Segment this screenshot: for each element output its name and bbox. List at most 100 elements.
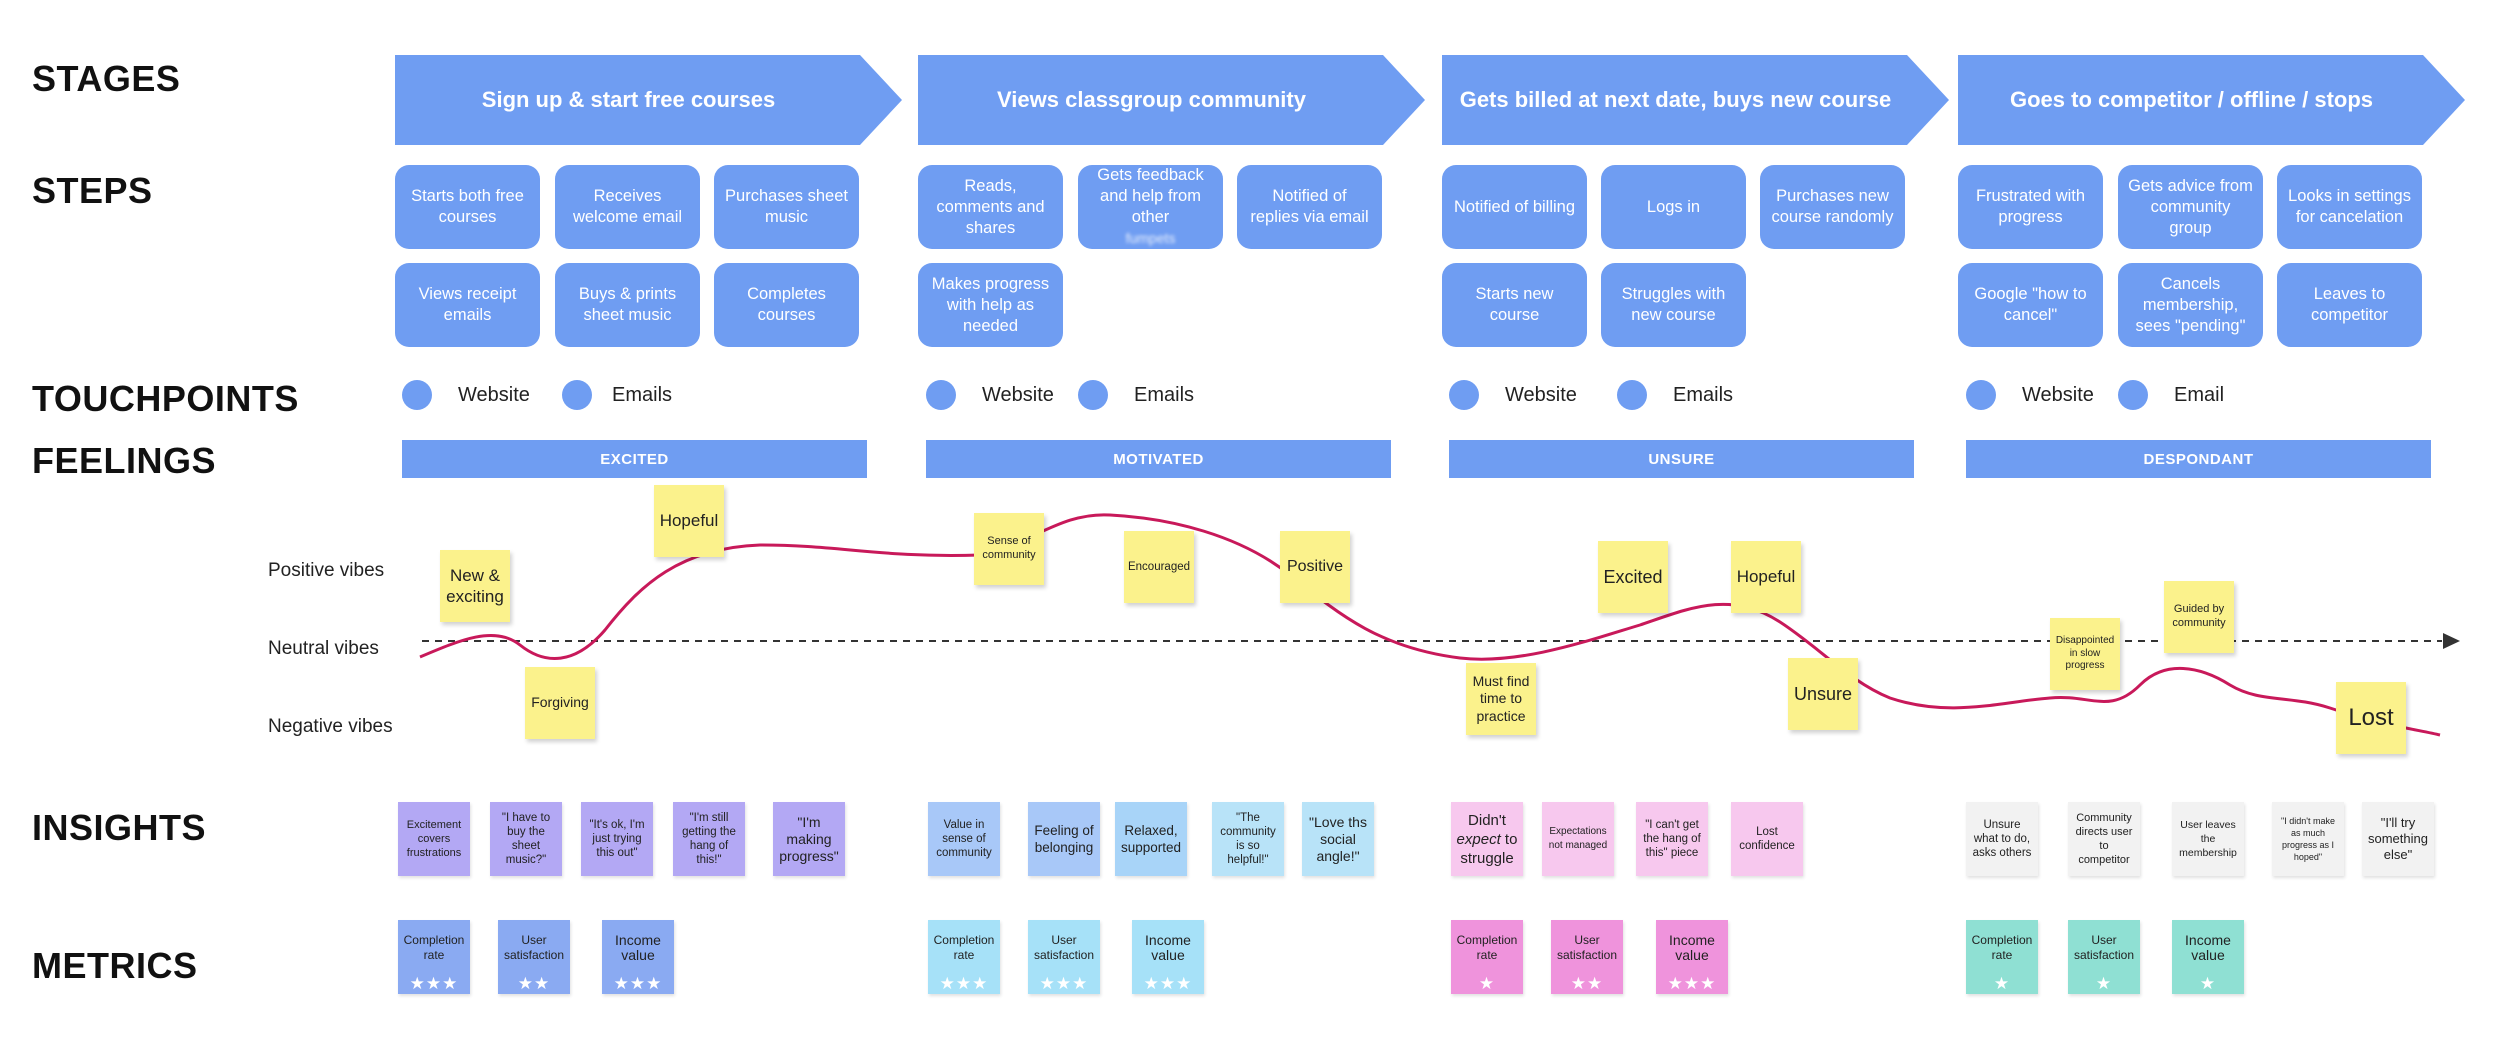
sticky-note[interactable]: Guided by community <box>2164 581 2234 653</box>
sticky-note[interactable]: Must find time to practice <box>1466 663 1536 735</box>
step-card[interactable]: Reads, comments and shares <box>918 165 1063 249</box>
metric-label: Completion rate <box>1456 933 1518 962</box>
metric-card[interactable]: Completion rate ★ <box>1966 920 2038 994</box>
step-card[interactable]: Looks in settings for cancelation <box>2277 165 2422 249</box>
touchpoint-dot-icon <box>402 380 432 410</box>
touchpoint-dot-icon <box>1449 380 1479 410</box>
step-card-text: Gets feedback and help from other <box>1097 166 1204 226</box>
insight-note[interactable]: Relaxed, supported <box>1115 802 1187 876</box>
step-card[interactable]: Receives welcome email <box>555 165 700 249</box>
metric-card[interactable]: Completion rate ★★★ <box>928 920 1000 994</box>
sticky-note[interactable]: Forgiving <box>525 667 595 739</box>
insight-note[interactable]: Expectations not managed <box>1542 802 1614 876</box>
step-card-blurred-word: fumpets <box>1125 230 1176 246</box>
insight-note[interactable]: "I'm still getting the hang of this!" <box>673 802 745 876</box>
step-card[interactable]: Struggles with new course <box>1601 263 1746 347</box>
insight-note[interactable]: "It's ok, I'm just trying this out" <box>581 802 653 876</box>
metric-label: Completion rate <box>1971 933 2033 962</box>
insight-note[interactable]: Unsure what to do, asks others <box>1966 802 2038 876</box>
insight-note[interactable]: "I'm making progress" <box>773 802 845 876</box>
step-card[interactable]: Leaves to competitor <box>2277 263 2422 347</box>
metric-label: Income value <box>1145 932 1191 963</box>
sticky-note[interactable]: Lost <box>2336 682 2406 754</box>
sticky-note[interactable]: Hopeful <box>654 485 724 557</box>
metric-card[interactable]: User satisfaction ★★ <box>1551 920 1623 994</box>
insight-note[interactable]: Community directs user to competitor <box>2068 802 2140 876</box>
star-rating-icon: ★★★ <box>613 974 663 993</box>
star-rating-icon: ★★ <box>1570 974 1604 993</box>
step-card[interactable]: Starts new course <box>1442 263 1587 347</box>
insight-note[interactable]: "The community is so helpful!" <box>1212 802 1284 876</box>
insight-note[interactable]: Value in sense of community <box>928 802 1000 876</box>
insight-note[interactable]: "Love ths social angle!" <box>1302 802 1374 876</box>
touchpoint-dot-icon <box>2118 380 2148 410</box>
touchpoint-label: Email <box>2174 384 2225 406</box>
insight-note[interactable]: User leaves the membership <box>2172 802 2244 876</box>
insights-row-label: INSIGHTS <box>32 807 207 848</box>
step-card[interactable]: Google "how to cancel" <box>1958 263 2103 347</box>
touchpoint-dot-icon <box>1966 380 1996 410</box>
step-card[interactable]: Notified of billing <box>1442 165 1587 249</box>
metric-card[interactable]: Income value ★ <box>2172 920 2244 994</box>
sticky-note[interactable]: Encouraged <box>1124 531 1194 603</box>
metric-card[interactable]: User satisfaction ★★ <box>498 920 570 994</box>
insight-note[interactable]: Excitement covers frustrations <box>398 802 470 876</box>
metric-card[interactable]: Income value ★★★ <box>1132 920 1204 994</box>
feeling-bar: UNSURE <box>1449 440 1914 478</box>
insight-note[interactable]: "I have to buy the sheet music?" <box>490 802 562 876</box>
touchpoint-dot-icon <box>1078 380 1108 410</box>
star-rating-icon: ★★★ <box>939 974 989 993</box>
stage-chevron[interactable]: Gets billed at next date, buys new cours… <box>1442 55 1949 145</box>
metric-card[interactable]: Completion rate ★★★ <box>398 920 470 994</box>
feelings-row-label: FEELINGS <box>32 440 217 481</box>
metric-card[interactable]: Completion rate ★ <box>1451 920 1523 994</box>
sticky-note[interactable]: Excited <box>1598 541 1668 613</box>
step-card[interactable]: Purchases new course randomly <box>1760 165 1905 249</box>
sticky-note[interactable]: Positive <box>1280 531 1350 603</box>
touchpoint-dot-icon <box>926 380 956 410</box>
step-card[interactable]: Notified of replies via email <box>1237 165 1382 249</box>
metric-label: Completion rate <box>403 933 465 962</box>
step-card[interactable]: Starts both free courses <box>395 165 540 249</box>
metric-card[interactable]: User satisfaction ★ <box>2068 920 2140 994</box>
step-card[interactable]: Cancels membership, sees "pending" <box>2118 263 2263 347</box>
stage-chevron[interactable]: Goes to competitor / offline / stops <box>1958 55 2465 145</box>
stage-chevron[interactable]: Sign up & start free courses <box>395 55 902 145</box>
metric-label: Income value <box>2185 932 2231 963</box>
metric-card[interactable]: User satisfaction ★★★ <box>1028 920 1100 994</box>
touchpoints-row-label: TOUCHPOINTS <box>32 378 299 419</box>
feeling-bar: MOTIVATED <box>926 440 1391 478</box>
insight-note[interactable]: Feeling of belonging <box>1028 802 1100 876</box>
sticky-note[interactable]: Hopeful <box>1731 541 1801 613</box>
step-card[interactable]: Buys & prints sheet music <box>555 263 700 347</box>
step-card[interactable]: Completes courses <box>714 263 859 347</box>
insight-note-text: Didn't expect to struggle <box>1456 811 1518 867</box>
steps-row-label: STEPS <box>32 170 153 211</box>
insight-note[interactable]: "I can't get the hang of this" piece <box>1636 802 1708 876</box>
star-rating-icon: ★★ <box>517 974 551 993</box>
star-rating-icon: ★★★ <box>1039 974 1089 993</box>
sticky-note[interactable]: New & exciting <box>440 550 510 622</box>
step-card[interactable]: Gets advice from community group <box>2118 165 2263 249</box>
stage-chevron[interactable]: Views classgroup community <box>918 55 1425 145</box>
metric-label: Completion rate <box>933 933 995 962</box>
step-card[interactable]: Purchases sheet music <box>714 165 859 249</box>
step-card[interactable]: Views receipt emails <box>395 263 540 347</box>
touchpoint-dot-icon <box>562 380 592 410</box>
stages-row-label: STAGES <box>32 58 181 99</box>
metric-card[interactable]: Income value ★★★ <box>602 920 674 994</box>
star-rating-icon: ★ <box>2095 974 2113 993</box>
sticky-note[interactable]: Disappointed in slow progress <box>2050 618 2120 690</box>
step-card[interactable]: Frustrated with progress <box>1958 165 2103 249</box>
step-card[interactable]: Makes progress with help as needed <box>918 263 1063 347</box>
insight-note[interactable]: Lost confidence <box>1731 802 1803 876</box>
touchpoint-label: Emails <box>612 384 673 406</box>
step-card[interactable]: Logs in <box>1601 165 1746 249</box>
sticky-note[interactable]: Unsure <box>1788 658 1858 730</box>
step-card[interactable]: Gets feedback and help from other fumpet… <box>1078 165 1223 249</box>
insight-note[interactable]: "I'll try something else" <box>2362 802 2434 876</box>
metric-card[interactable]: Income value ★★★ <box>1656 920 1728 994</box>
sticky-note[interactable]: Sense of community <box>974 513 1044 585</box>
insight-note[interactable]: "I didn't make as much progress as I hop… <box>2272 802 2344 876</box>
insight-note[interactable]: Didn't expect to struggle <box>1451 802 1523 876</box>
